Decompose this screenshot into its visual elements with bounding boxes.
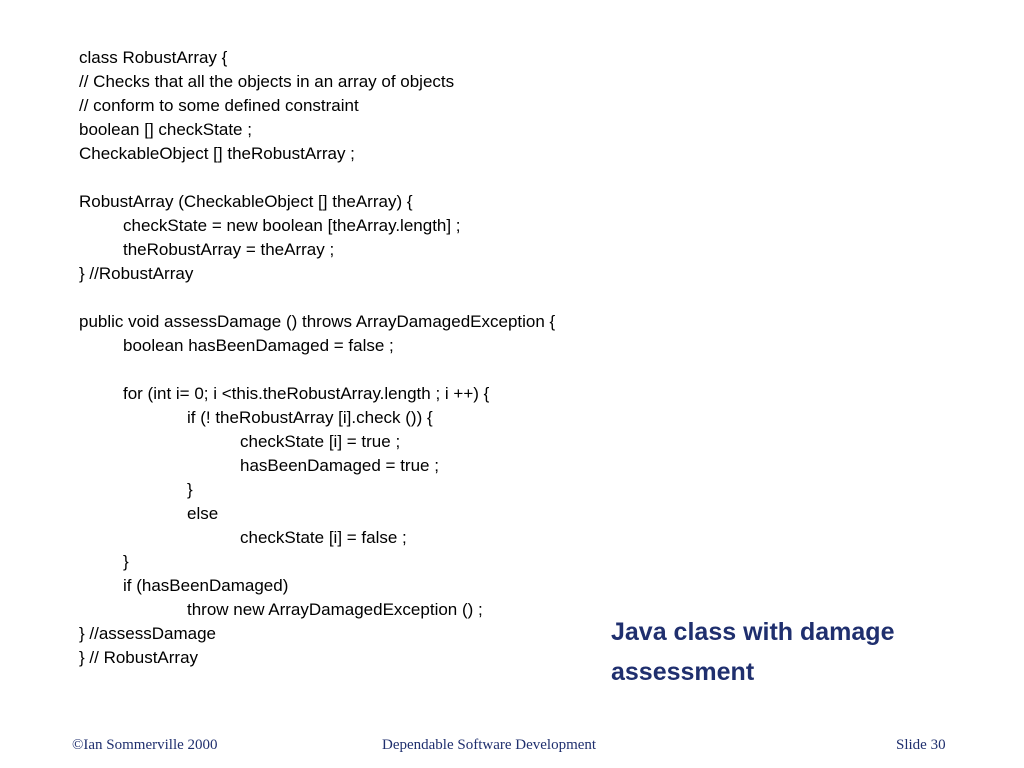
code-line: CheckableObject [] theRobustArray ; <box>79 144 355 163</box>
code-line: public void assessDamage () throws Array… <box>79 312 556 331</box>
slide-caption: Java class with damage assessment <box>611 618 895 686</box>
code-listing: class RobustArray { // Checks that all t… <box>79 46 555 670</box>
code-line: theRobustArray = theArray ; <box>123 240 335 259</box>
code-line: checkState [i] = false ; <box>240 528 407 547</box>
code-line <box>79 358 555 382</box>
code-line: // Checks that all the objects in an arr… <box>79 72 455 91</box>
code-line: throw new ArrayDamagedException () ; <box>187 600 483 619</box>
code-line: RobustArray (CheckableObject [] theArray… <box>79 192 413 211</box>
code-line: } <box>123 552 129 571</box>
code-line: for (int i= 0; i <this.theRobustArray.le… <box>123 384 490 403</box>
code-line <box>79 166 555 190</box>
code-line: hasBeenDamaged = true ; <box>240 456 439 475</box>
code-line: checkState = new boolean [theArray.lengt… <box>123 216 461 235</box>
code-line: if (hasBeenDamaged) <box>123 576 289 595</box>
footer-course-title: Dependable Software Development <box>382 737 597 753</box>
code-line: boolean hasBeenDamaged = false ; <box>123 336 394 355</box>
code-line: checkState [i] = true ; <box>240 432 401 451</box>
code-line: else <box>187 504 219 523</box>
code-line: class RobustArray { <box>79 48 228 67</box>
code-line: } <box>187 480 193 499</box>
code-line: } //RobustArray <box>79 264 194 283</box>
code-line: if (! theRobustArray [i].check ()) { <box>187 408 433 427</box>
footer-copyright: ©Ian Sommerville 2000 <box>72 737 218 753</box>
code-line: } //assessDamage <box>79 624 217 643</box>
code-line: } // RobustArray <box>79 648 199 667</box>
code-line: // conform to some defined constraint <box>79 96 359 115</box>
code-line <box>79 286 555 310</box>
code-line: boolean [] checkState ; <box>79 120 252 139</box>
footer-slide-number: Slide 30 <box>896 737 946 753</box>
